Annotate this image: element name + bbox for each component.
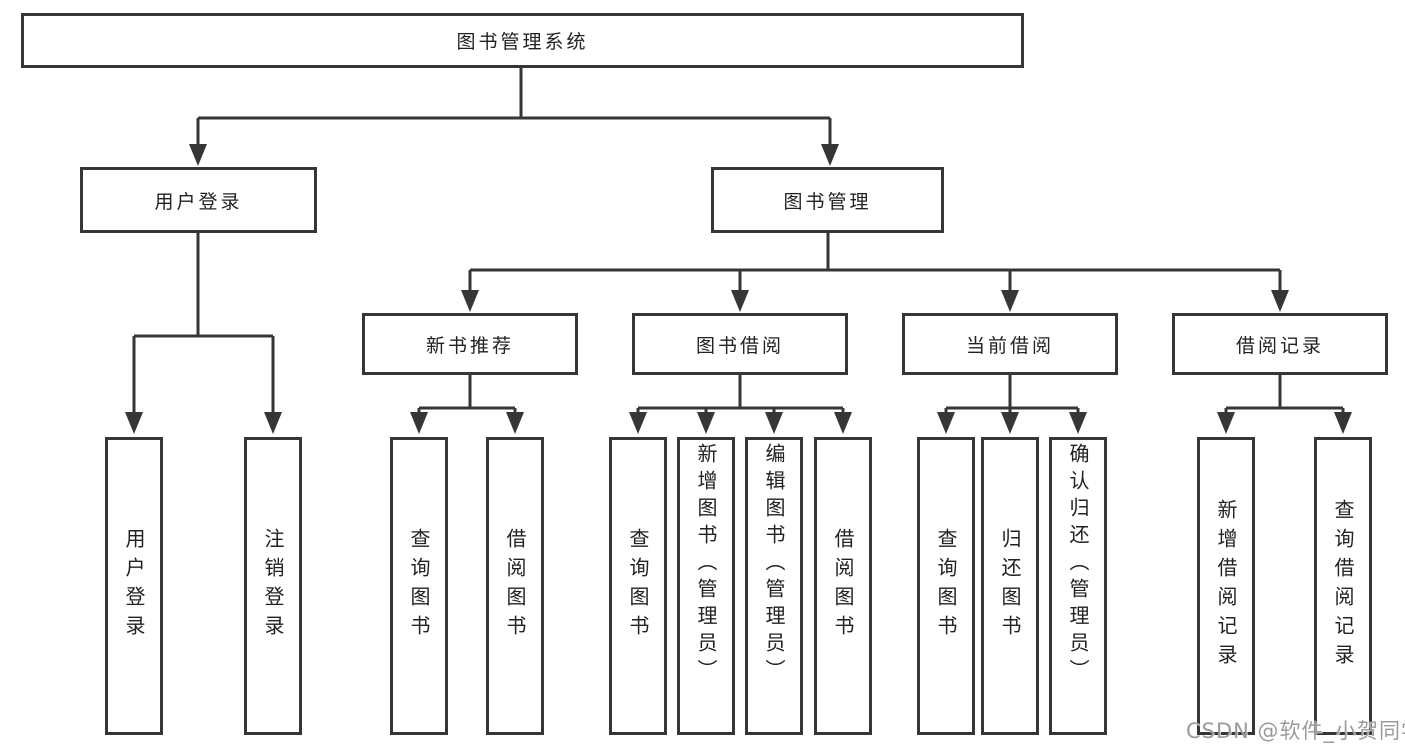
node-user-login: 用户登录 [80, 167, 317, 233]
connector-root-branch [196, 68, 832, 148]
node-borrow-add-book-admin: 新增图书（管理员） [677, 437, 735, 735]
node-records-query-record: 查询借阅记录 [1314, 437, 1372, 735]
arrowhead-current-query-book [937, 412, 955, 434]
arrowhead-borrow-records [1271, 290, 1289, 312]
node-recommend-borrow-book: 借阅图书 [486, 437, 544, 735]
node-leaf-user-login: 用户登录 [105, 437, 163, 735]
node-book-borrow: 图书借阅 [632, 313, 848, 375]
arrowhead-current-borrow [1001, 290, 1019, 312]
arrowhead-current-return-book [1001, 412, 1019, 434]
node-borrow-query-book: 查询图书 [609, 437, 667, 735]
node-recommend-query-book: 查询图书 [390, 437, 448, 735]
arrowhead-current-confirm-return [1069, 412, 1087, 434]
arrowhead-recommend-borrow-book [506, 412, 524, 434]
arrowhead-user-login [189, 144, 207, 166]
arrowhead-borrow-add-book [697, 412, 715, 434]
connector-current-borrow-branch [944, 375, 1080, 416]
node-leaf-logout: 注销登录 [244, 437, 302, 735]
csdn-watermark: CSDN @软件_小贺同学 [1186, 719, 1405, 743]
node-borrow-borrow-book: 借阅图书 [814, 437, 872, 735]
connector-new-book-branch [417, 375, 517, 416]
arrowhead-borrow-edit-book [765, 412, 783, 434]
node-records-add-record: 新增借阅记录 [1197, 437, 1255, 735]
arrowhead-leaf-logout [264, 412, 282, 434]
node-current-query-book: 查询图书 [917, 437, 975, 735]
node-current-return-book: 归还图书 [981, 437, 1039, 735]
node-current-borrow: 当前借阅 [902, 313, 1118, 375]
arrowhead-records-query-record [1334, 412, 1352, 434]
arrowhead-borrow-query-book [629, 412, 647, 434]
node-book-management: 图书管理 [711, 167, 944, 233]
arrowhead-leaf-user-login [125, 412, 143, 434]
node-borrow-records: 借阅记录 [1172, 313, 1388, 375]
arrowhead-new-book-recommend [461, 290, 479, 312]
connector-book-management-branch [468, 233, 1282, 294]
node-current-confirm-return-admin: 确认归还（管理员） [1049, 437, 1107, 735]
arrowhead-borrow-borrow-book [834, 412, 852, 434]
node-borrow-edit-book-admin: 编辑图书（管理员） [745, 437, 803, 735]
arrowhead-recommend-query-book [410, 412, 428, 434]
node-new-book-recommend: 新书推荐 [362, 313, 578, 375]
connector-user-login-branch [132, 232, 275, 416]
connector-borrow-records-branch [1224, 375, 1345, 416]
connector-book-borrow-branch [636, 375, 845, 416]
arrowhead-records-add-record [1217, 412, 1235, 434]
arrowhead-book-borrow [731, 290, 749, 312]
node-root: 图书管理系统 [21, 13, 1024, 68]
arrowhead-book-management [821, 144, 839, 166]
